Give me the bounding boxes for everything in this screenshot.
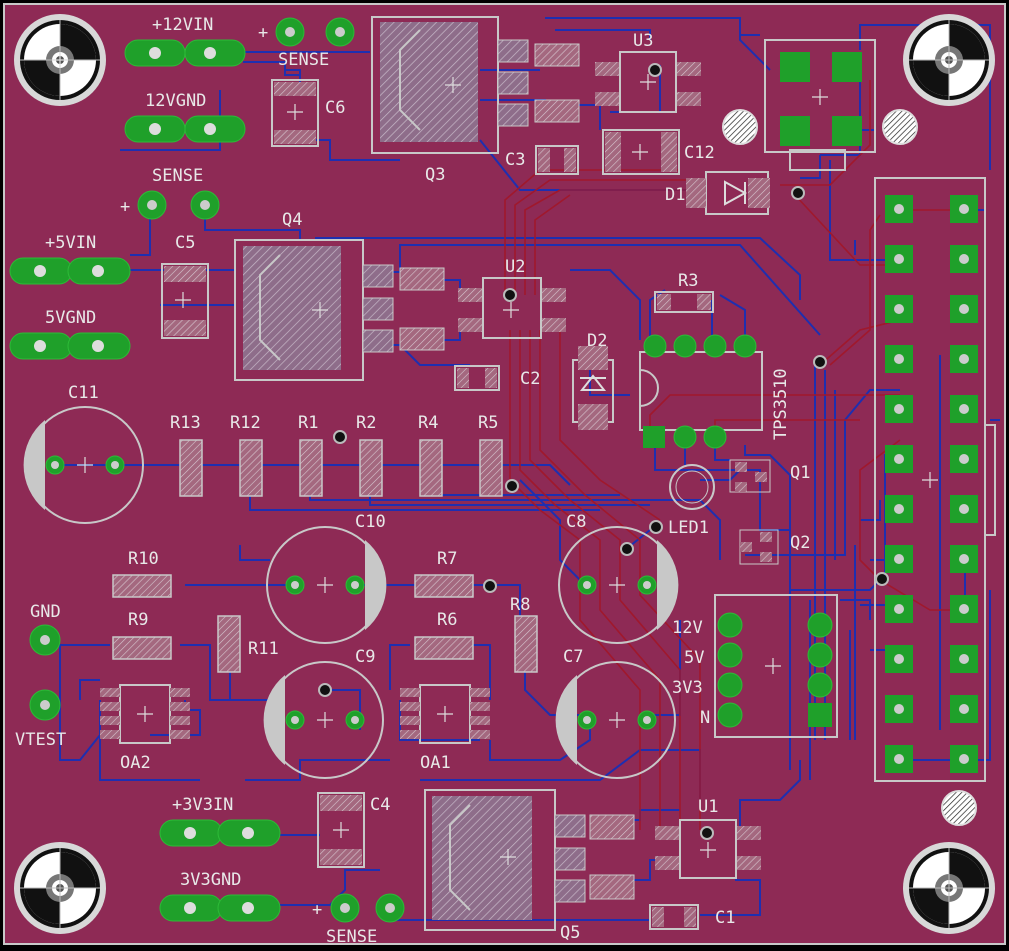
- label-r4: R4: [418, 413, 438, 433]
- label-c11: C11: [68, 383, 99, 403]
- label-r10: R10: [128, 549, 159, 569]
- label-3v3: 3V3: [672, 678, 703, 698]
- label-3v3in: +3V3IN: [172, 795, 233, 815]
- label-r11: R11: [248, 639, 279, 659]
- label-12vin: +12VIN: [152, 15, 213, 35]
- pad-drills: [894, 204, 969, 764]
- header-pad-drill: [894, 454, 904, 464]
- label-plus-mid: +: [120, 197, 130, 217]
- label-vtest: VTEST: [15, 730, 66, 750]
- label-c8: C8: [566, 512, 586, 532]
- label-q4: Q4: [282, 210, 302, 230]
- header-pad-drill: [894, 504, 904, 514]
- header-pad-drill: [894, 304, 904, 314]
- header-pad-drill: [894, 204, 904, 214]
- header-pad-drill: [894, 254, 904, 264]
- label-gnd: GND: [30, 602, 61, 622]
- label-q3: Q3: [425, 165, 445, 185]
- label-d1: D1: [665, 185, 685, 205]
- header-pad-drill: [959, 254, 969, 264]
- header-pad-drill: [959, 504, 969, 514]
- header-pad-drill: [959, 704, 969, 714]
- label-u2: U2: [505, 257, 525, 277]
- header-pad-drill: [894, 404, 904, 414]
- label-r5: R5: [478, 413, 498, 433]
- label-sense-bot: SENSE: [326, 927, 377, 947]
- header-pad-drill: [959, 204, 969, 214]
- label-r6: R6: [437, 610, 457, 630]
- label-q5: Q5: [560, 923, 580, 943]
- label-n: N: [700, 708, 710, 728]
- label-c10: C10: [355, 512, 386, 532]
- label-5v: 5V: [684, 648, 704, 668]
- pads: [9, 17, 978, 923]
- header-pad-drill: [959, 554, 969, 564]
- label-c9: C9: [355, 647, 375, 667]
- label-sense-mid: SENSE: [152, 166, 203, 186]
- label-oa2: OA2: [120, 753, 151, 773]
- header-pad-drill: [959, 304, 969, 314]
- header-pad-drill: [959, 404, 969, 414]
- component-outlines: [23, 16, 996, 931]
- label-c3: C3: [505, 150, 525, 170]
- label-led1: LED1: [668, 518, 709, 538]
- label-c12: C12: [684, 143, 715, 163]
- label-12vgnd: 12VGND: [145, 91, 206, 111]
- label-plus-bot: +: [312, 900, 322, 920]
- label-u3: U3: [633, 31, 653, 51]
- header-pad-drill: [894, 654, 904, 664]
- label-r9: R9: [128, 610, 148, 630]
- mounting-holes: [14, 14, 995, 934]
- header-pad-drill: [959, 354, 969, 364]
- header-pad-drill: [959, 454, 969, 464]
- label-d2: D2: [587, 331, 607, 351]
- label-5vin: +5VIN: [45, 233, 96, 253]
- label-r1: R1: [298, 413, 318, 433]
- header-pad-drill: [894, 604, 904, 614]
- header-pad-drill: [894, 554, 904, 564]
- label-r7: R7: [437, 549, 457, 569]
- label-r8: R8: [510, 595, 530, 615]
- silkscreen-labels: +12VIN 12VGND SENSE + C6 Q3 U3 C3 C12 D1…: [15, 15, 810, 947]
- board-outline: [3, 3, 1006, 945]
- label-c7: C7: [563, 647, 583, 667]
- label-3v3gnd: 3V3GND: [180, 870, 241, 890]
- label-r2: R2: [356, 413, 376, 433]
- label-c1: C1: [715, 908, 735, 928]
- label-r12: R12: [230, 413, 261, 433]
- header-pad-drill: [959, 754, 969, 764]
- vias: [318, 63, 889, 840]
- header-pad-drill: [959, 654, 969, 664]
- header-pad-drill: [894, 354, 904, 364]
- header-pad-drill: [894, 754, 904, 764]
- label-c5: C5: [175, 233, 195, 253]
- label-r3: R3: [678, 271, 698, 291]
- label-q2: Q2: [790, 533, 810, 553]
- label-oa1: OA1: [420, 753, 451, 773]
- centroid-markers: [52, 52, 938, 865]
- label-r13: R13: [170, 413, 201, 433]
- label-q1: Q1: [790, 463, 810, 483]
- label-12v: 12V: [672, 618, 703, 638]
- header-pad-drill: [959, 604, 969, 614]
- label-c4: C4: [370, 795, 390, 815]
- label-u1: U1: [698, 797, 718, 817]
- label-sense-top: SENSE: [278, 50, 329, 70]
- label-c2: C2: [520, 369, 540, 389]
- label-c6: C6: [325, 98, 345, 118]
- label-plus-top: +: [258, 23, 268, 43]
- label-tps3510: TPS3510: [771, 368, 791, 440]
- header-pad-drill: [894, 704, 904, 714]
- label-5vgnd: 5VGND: [45, 308, 96, 328]
